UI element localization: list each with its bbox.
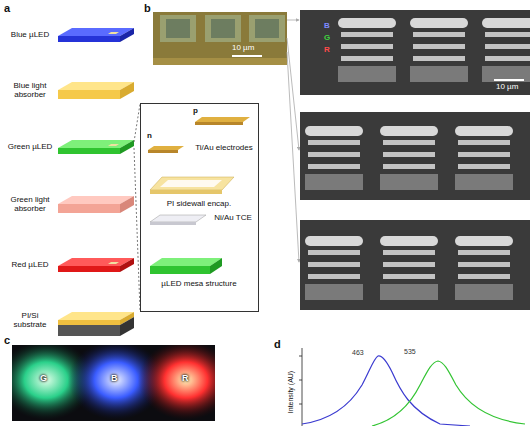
electrode-letter: n [147,132,152,141]
inset-box: p nTi/Au electrodes PI sidewall encap. Ni/A… [140,103,259,312]
panel-letter: b [144,2,151,14]
peak-value: 463 [352,349,364,357]
led-label: G [40,374,47,384]
panel-letter: d [274,338,281,350]
part-label: µLED mesa structure [147,280,251,289]
layer-letter: G [324,34,330,43]
green-led-layer [58,140,134,154]
peak-value: 535 [404,348,416,356]
pointer-arrows [287,20,299,262]
spectrum-plot [299,348,525,426]
layer-label: Green µLED [4,143,56,152]
led-label: B [111,374,118,384]
tce-part [150,215,206,225]
layer-label: PI/Si substrate [4,312,56,330]
green-absorber-layer [58,196,134,213]
part-label: PI sidewall encap. [147,200,251,209]
blue-absorber-layer [58,82,134,99]
sem-image [300,112,530,200]
blue-led-layer [58,28,134,42]
red-led-layer [58,258,134,272]
layer-label: Red µLED [4,261,56,270]
electrode-letter: p [193,107,198,116]
panel-letter: a [4,2,10,14]
layer-label: Blue µLED [4,31,56,40]
layer-label: Green light absorber [4,196,56,214]
substrate-layer [58,312,134,336]
part-label: Ni/Au TCE [211,214,255,223]
layer-letter: R [324,46,330,55]
scale-bar-label: 10 µm [232,44,254,53]
layer-label: Blue light absorber [4,82,56,100]
led-label: R [182,374,189,384]
scale-bar-label: 10 µm [496,83,518,92]
emission-photo [12,345,215,421]
axis-title: Intensity (AU) [287,371,295,413]
panel-letter: c [4,334,10,346]
sem-image [300,220,530,310]
part-label: Ti/Au electrodes [193,144,255,153]
layer-letter: B [324,22,330,31]
mesa-part [150,258,222,274]
sidewall-part [150,177,234,194]
sem-image [300,10,530,95]
micrograph [153,12,287,65]
